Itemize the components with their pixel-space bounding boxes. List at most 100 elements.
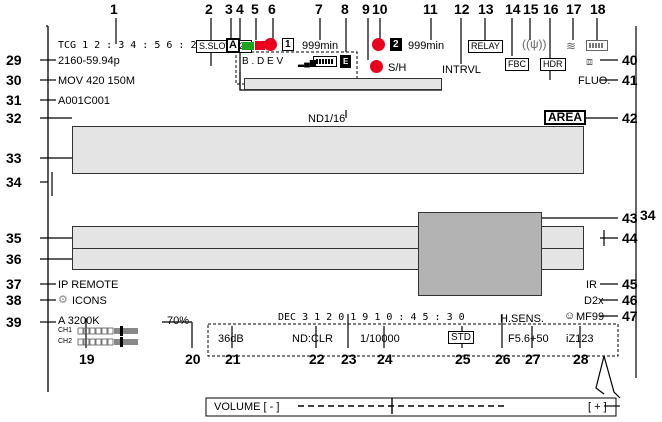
- callout-number: 17: [566, 1, 582, 17]
- callout-number: 34: [6, 174, 22, 190]
- callout-number: 11: [423, 1, 438, 17]
- wifi-icon: ≋: [566, 39, 577, 53]
- callout-number: 9: [362, 1, 370, 17]
- volume-plus-label: [ + ]: [588, 401, 607, 413]
- callout-number: 10: [372, 1, 388, 17]
- callout-number: 39: [6, 314, 22, 330]
- hdr-indicator: HDR: [540, 58, 566, 71]
- relay-indicator: RELAY: [468, 40, 503, 53]
- callout-number: 36: [6, 251, 22, 267]
- slot-letters: B . D E V: [242, 56, 284, 67]
- callout-number: 27: [525, 351, 541, 367]
- rec-time-2: 999min: [408, 40, 445, 52]
- std-indicator: STD: [448, 331, 474, 344]
- rec-dot-icon: [264, 38, 277, 51]
- callout-number: 42: [622, 110, 638, 126]
- mf-indicator: MF99: [576, 311, 605, 323]
- callout-number: 3: [225, 1, 233, 17]
- callout-number: 21: [225, 351, 241, 367]
- zoom-indicator: iZ123: [566, 333, 594, 345]
- sh-rec-icon: [370, 60, 383, 73]
- callout-number: 33: [6, 150, 22, 166]
- callout-number: 23: [341, 351, 357, 367]
- callout-number: 16: [543, 1, 559, 17]
- nd-clr-indicator: ND:CLR: [292, 333, 333, 345]
- rec-dot-2-icon: [372, 38, 385, 51]
- callout-number: 26: [495, 351, 511, 367]
- callout-number: 38: [6, 292, 22, 308]
- callout-number: 7: [315, 1, 323, 17]
- shutter-indicator: 1/10000: [360, 333, 400, 345]
- sh-indicator: S/H: [388, 62, 407, 74]
- slot-number-2: 2: [390, 38, 402, 51]
- callout-number: 4: [236, 1, 244, 17]
- percent-indicator: 70%: [167, 315, 190, 327]
- slot-number: 1: [282, 38, 294, 51]
- white-balance: A 3200K: [58, 315, 100, 327]
- gear-icon: ⚙: [58, 294, 68, 306]
- callout-number: 41: [622, 72, 638, 88]
- callout-number: 31: [6, 92, 22, 108]
- callout-number: 18: [590, 1, 606, 17]
- callout-number: 40: [622, 52, 638, 68]
- callout-number: 6: [268, 1, 276, 17]
- callout-number: 1: [110, 1, 118, 17]
- display-area-43: [418, 212, 542, 296]
- wireless-icon: ((ψ)): [522, 37, 547, 51]
- callout-number: 44: [622, 230, 638, 246]
- callout-number: 22: [309, 351, 325, 367]
- callout-number: 14: [505, 1, 521, 17]
- ch1-label: CH1: [58, 327, 73, 334]
- iris-indicator: F5.6+50: [508, 333, 549, 345]
- fbc-indicator: FBC: [505, 58, 529, 71]
- display-area-33: [72, 126, 584, 174]
- green-indicator: [242, 42, 254, 50]
- callout-number: 2: [205, 1, 213, 17]
- callout-number: 35: [6, 230, 22, 246]
- display-area-4: [244, 78, 442, 90]
- ch2-label: CH2: [58, 338, 73, 345]
- callout-number: 19: [79, 351, 95, 367]
- callout-number: 37: [6, 276, 22, 292]
- area-indicator: AREA: [544, 110, 587, 125]
- battery-level-icon: [586, 40, 608, 51]
- face-icon: ☺: [564, 310, 576, 322]
- nd-indicator: ND1/16: [308, 113, 346, 125]
- callout-number: 25: [455, 351, 471, 367]
- timecode: TCG 1 2 : 3 4 : 5 6 : 2 8: [58, 40, 209, 51]
- callout-number: 29: [6, 52, 22, 68]
- callout-number: 13: [478, 1, 494, 17]
- callout-number: 20: [185, 351, 201, 367]
- battery-icon: [313, 56, 337, 67]
- card-icon: ⧈: [586, 56, 593, 68]
- callout-number: 30: [6, 72, 22, 88]
- ip-remote-indicator: IP REMOTE: [58, 279, 119, 291]
- callout-number: 34: [640, 207, 656, 223]
- a-indicator: A: [226, 38, 240, 53]
- fluo-indicator: FLUO.: [578, 75, 611, 87]
- callout-number: 8: [341, 1, 349, 17]
- d2x-indicator: D2x: [584, 295, 604, 307]
- callout-number: 43: [622, 210, 638, 226]
- callout-number: 15: [523, 1, 539, 17]
- callout-number: 28: [573, 351, 589, 367]
- gain-indicator: 36dB: [218, 333, 244, 345]
- e-mark: E: [340, 55, 352, 68]
- hsens-indicator: H.SENS.: [500, 313, 545, 325]
- callout-number: 47: [622, 308, 638, 324]
- clip-name: A001C001: [58, 95, 110, 107]
- rec-time-1: 999min: [302, 40, 339, 52]
- ir-indicator: IR: [586, 279, 597, 291]
- callout-number: 46: [622, 292, 638, 308]
- format-indicator: 2160-59.94p: [58, 55, 120, 67]
- callout-number: 24: [377, 351, 393, 367]
- intrvl-indicator: INTRVL: [442, 64, 481, 76]
- icons-indicator: ICONS: [72, 295, 107, 307]
- callout-number: 32: [6, 110, 22, 126]
- callout-number: 12: [454, 1, 470, 17]
- callout-number: 45: [622, 276, 638, 292]
- codec-indicator: MOV 420 150M: [58, 75, 136, 87]
- red-square-indicator: [255, 41, 265, 50]
- signal-icon: ▂▄▆: [298, 58, 316, 67]
